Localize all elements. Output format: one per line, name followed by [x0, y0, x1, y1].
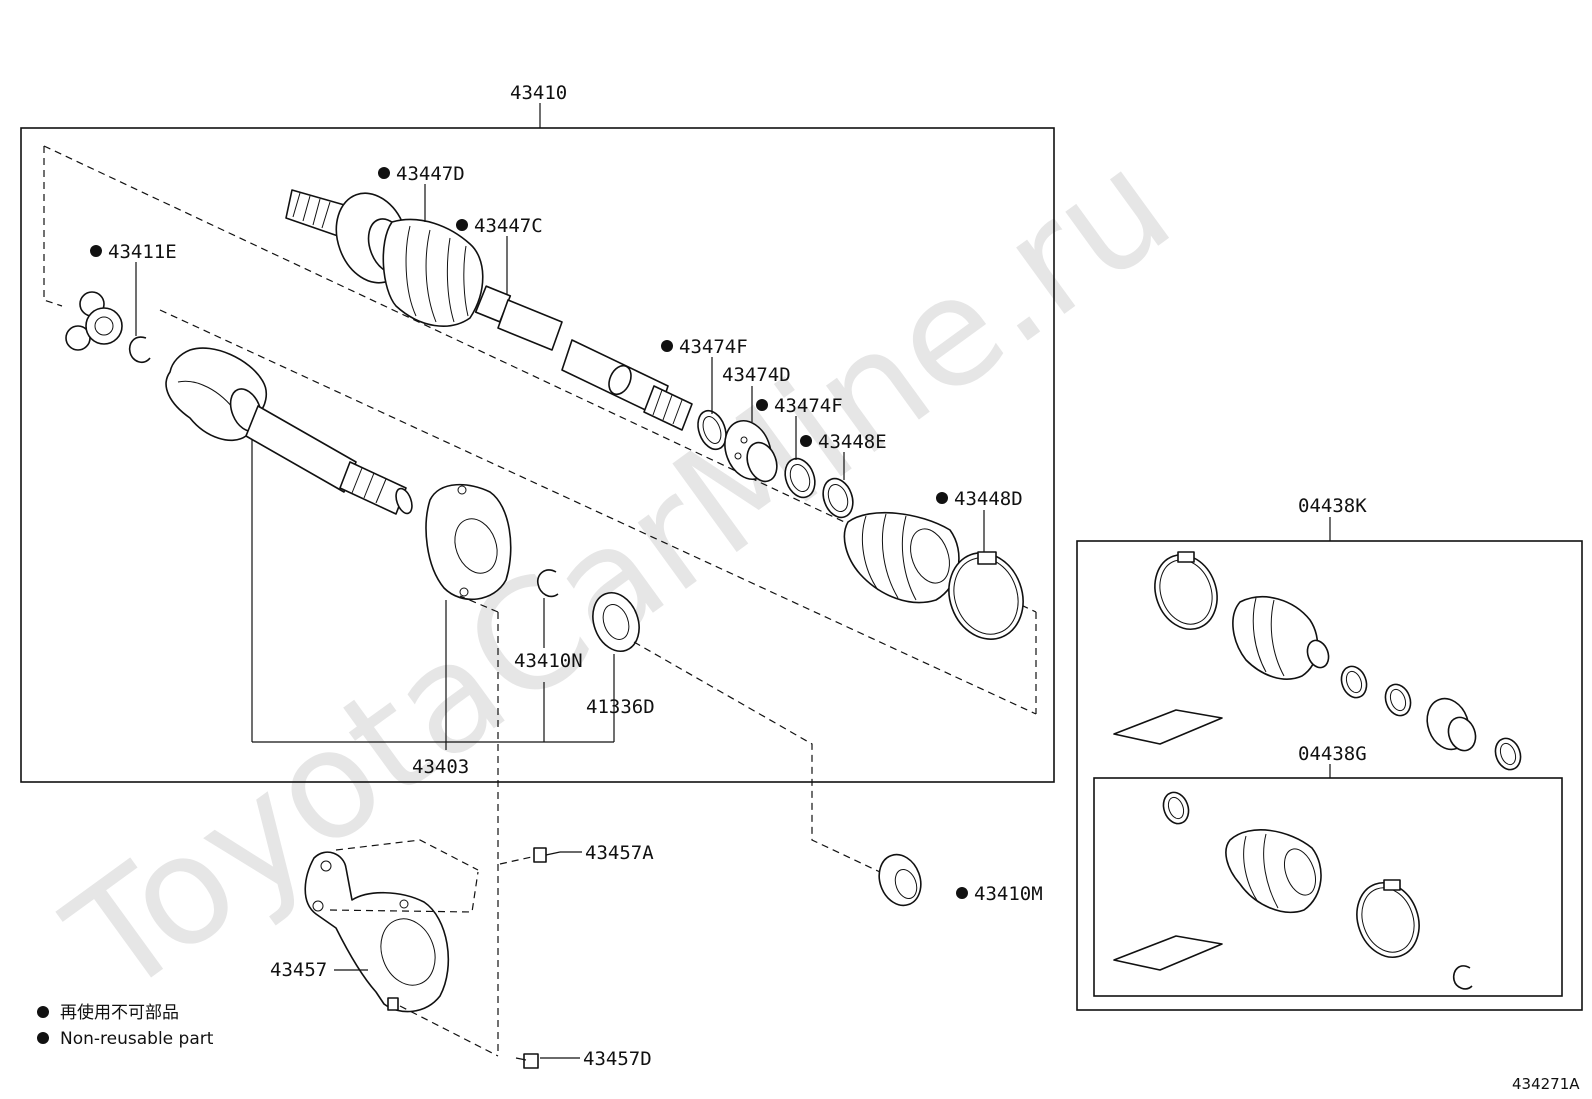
seal-43410M — [878, 853, 922, 907]
non-reusable-dot — [661, 340, 673, 352]
non-reusable-dot — [936, 492, 948, 504]
kit-large-clamp — [1154, 551, 1218, 630]
non-reusable-dot — [37, 1006, 49, 1018]
kit-small-clamp-a — [1340, 665, 1368, 699]
clamp-43448D — [948, 551, 1024, 640]
kit-g-grease-packet — [1113, 935, 1223, 971]
label-41336D[interactable]: 41336D — [586, 696, 655, 718]
non-reusable-dot — [956, 887, 968, 899]
kit-g-large-clamp — [1356, 879, 1420, 958]
kit-g-outboard-boot — [1225, 829, 1322, 914]
kit-tripod-bearing — [1426, 697, 1477, 752]
label-43448D[interactable]: 43448D — [954, 488, 1023, 510]
bracket-43457 — [304, 851, 450, 1013]
bearing-bracket — [425, 483, 512, 601]
tripod-joint — [65, 291, 123, 351]
bolt-43457A — [533, 847, 561, 863]
label-43457[interactable]: 43457 — [270, 959, 327, 981]
bearing-43474D — [724, 420, 778, 483]
label-04438K[interactable]: 04438K — [1298, 495, 1367, 517]
label-43447C[interactable]: 43447C — [474, 215, 543, 237]
label-43411E[interactable]: 43411E — [108, 241, 177, 263]
label-43474F-b[interactable]: 43474F — [774, 395, 843, 417]
inboard-shaft-43403 — [165, 347, 413, 515]
label-04438G[interactable]: 04438G — [1298, 743, 1367, 765]
kit-g-small-clamp — [1162, 791, 1190, 825]
label-43457D[interactable]: 43457D — [583, 1048, 652, 1070]
kit-grease-packet-upper — [1113, 709, 1223, 745]
snap-ring-43410N — [536, 569, 559, 598]
label-43474F-a[interactable]: 43474F — [679, 336, 748, 358]
non-reusable-dot — [90, 245, 102, 257]
snap-ring-43411E — [128, 336, 151, 364]
drive-shaft-assembly-frame — [20, 127, 1055, 783]
label-43474D[interactable]: 43474D — [722, 364, 791, 386]
non-reusable-dot — [456, 219, 468, 231]
non-reusable-dot — [756, 399, 768, 411]
boot-kit-04438G-frame — [1093, 777, 1563, 997]
label-43447D[interactable]: 43447D — [396, 163, 465, 185]
seal-41336D — [592, 592, 640, 652]
label-43448E[interactable]: 43448E — [818, 431, 887, 453]
kit-small-clamp-b — [1384, 683, 1412, 717]
bolt-43457D — [515, 1053, 539, 1069]
label-43403[interactable]: 43403 — [412, 756, 469, 778]
clamp-43474F-b — [784, 457, 816, 499]
label-43457A[interactable]: 43457A — [585, 842, 654, 864]
non-reusable-dot — [378, 167, 390, 179]
reference-code: 434271A — [1512, 1075, 1580, 1093]
clamp-43448E — [822, 477, 854, 519]
kit-inboard-boot — [1232, 596, 1330, 680]
non-reusable-dot — [37, 1032, 49, 1044]
label-43410[interactable]: 43410 — [510, 82, 567, 104]
inboard-boot — [843, 511, 960, 604]
legend-non-reusable-jp: 再使用不可部品 — [60, 1002, 179, 1023]
non-reusable-dot — [800, 435, 812, 447]
clamp-43474F-a — [697, 409, 727, 451]
legend-non-reusable-en: Non-reusable part — [60, 1029, 214, 1049]
kit-g-snap-ring — [1452, 965, 1473, 990]
kit-small-clamp-c — [1494, 737, 1522, 771]
label-43410M[interactable]: 43410M — [974, 883, 1043, 905]
label-43410N[interactable]: 43410N — [514, 650, 583, 672]
outboard-shaft — [285, 189, 693, 431]
